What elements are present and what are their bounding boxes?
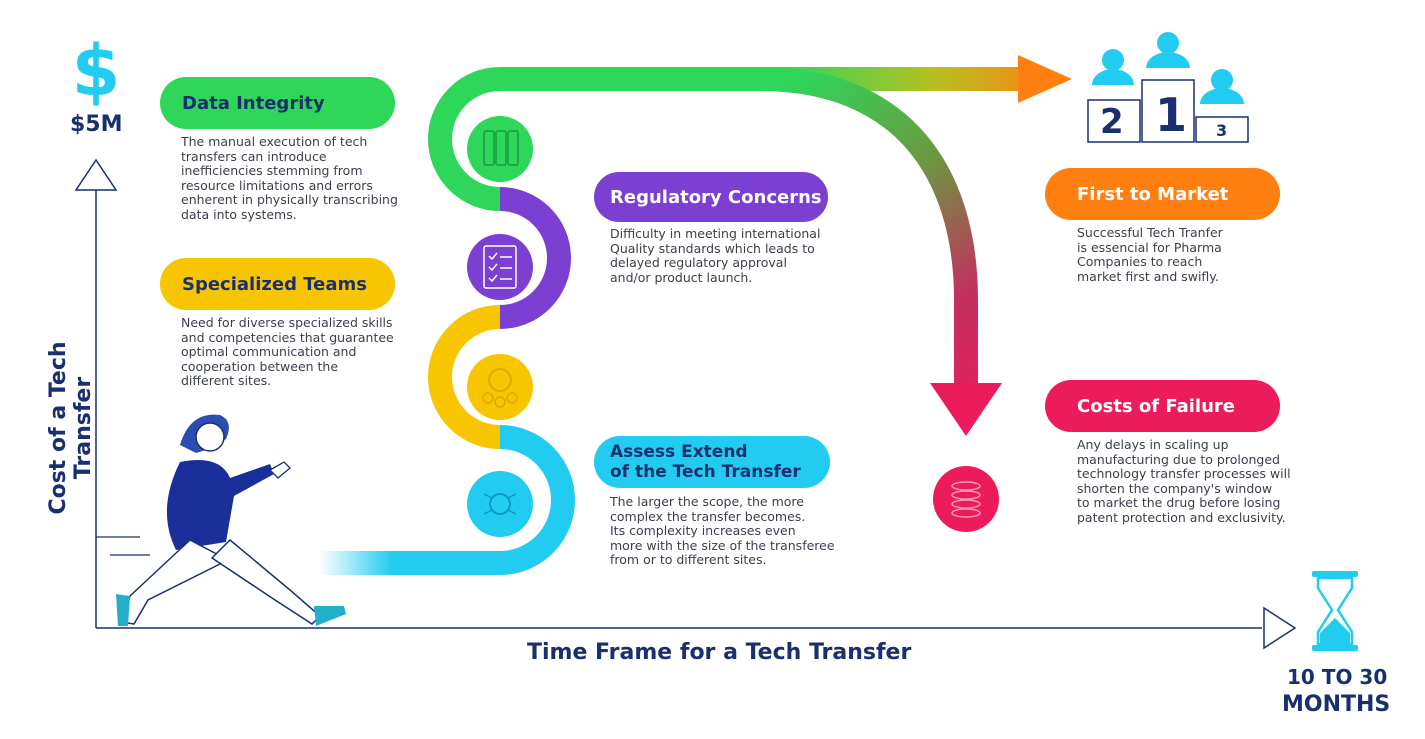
y-axis-label: Cost of a Tech Transfer [46,341,96,515]
podium-place-third: 3 [1216,121,1228,140]
dollar-icon: $ [72,30,121,112]
podium-place-first: 1 [1155,88,1188,142]
pill-assess-extend-line2: of the Tech Transfer [610,462,801,482]
path-purple [499,187,571,329]
x-axis-label: Time Frame for a Tech Transfer [527,640,912,665]
podium-place-second: 2 [1100,102,1124,142]
pill-data-integrity: Data Integrity [160,77,395,129]
checklist-icon [467,234,533,300]
path-green-top [428,67,501,211]
hourglass-icon [1312,571,1358,651]
x-axis [96,606,1297,650]
desc-data-integrity: The manual execution of tech transfers c… [181,134,398,222]
arrow-to-failure [759,67,978,385]
arrow-head-failure [930,383,1002,436]
network-gear-icon [467,471,533,537]
desc-specialized-teams: Need for diverse specialized skills and … [181,315,394,388]
team-gear-icon [467,354,533,420]
pill-costs-of-failure-label: Costs of Failure [1077,395,1235,417]
desc-regulatory-concerns: Difficulty in meeting international Qual… [610,226,821,285]
y-axis [74,158,118,628]
pill-costs-of-failure: Costs of Failure [1045,380,1280,432]
binders-icon [467,116,533,182]
runner-illustration [96,414,346,626]
pill-first-to-market: First to Market [1045,168,1280,220]
pill-specialized-teams-label: Specialized Teams [182,273,367,295]
pill-regulatory-concerns-label: Regulatory Concerns [610,186,822,208]
pill-data-integrity-label: Data Integrity [182,92,325,114]
coins-icon [933,466,999,532]
desc-assess-extend: The larger the scope, the more complex t… [610,494,835,567]
path-cyan [320,425,575,575]
pill-specialized-teams: Specialized Teams [160,258,395,310]
x-axis-end-value-line1: 10 TO 30 [1287,665,1388,689]
arrow-head-market [1018,55,1072,103]
pill-regulatory-concerns: Regulatory Concerns [594,172,828,222]
pill-first-to-market-label: First to Market [1077,183,1229,205]
y-axis-max-value: $5M [70,112,123,137]
podium-icon [1087,32,1249,143]
x-axis-end-value-line2: MONTHS [1282,692,1391,717]
desc-costs-of-failure: Any delays in scaling up manufacturing d… [1077,437,1291,525]
pill-assess-extend: Assess Extend of the Tech Transfer [594,436,830,488]
svg-text:$: $ [72,30,121,112]
desc-first-to-market: Successful Tech Tranfer is essencial for… [1077,225,1223,284]
path-yellow [428,305,501,449]
pill-assess-extend-line1: Assess Extend [610,442,748,462]
